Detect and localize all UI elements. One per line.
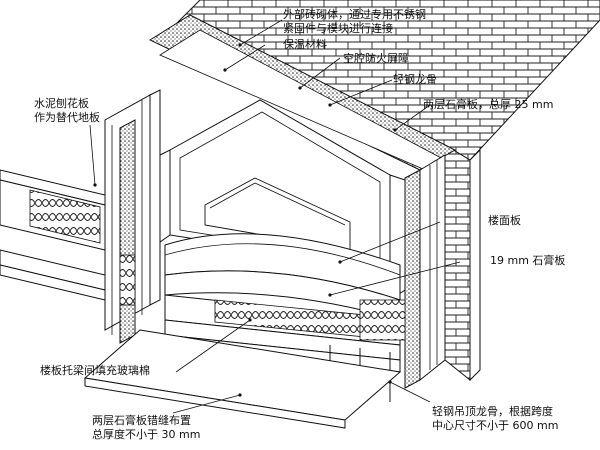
label-gypsum-double: 两层石膏板，总厚 25 mm: [423, 98, 554, 111]
label-outer-brick-2: 紧固件与模块进行连接: [283, 22, 393, 35]
label-steel-stud: 轻钢龙骨: [393, 73, 437, 86]
room-box: [159, 99, 406, 301]
label-cavity-barrier: 空腔防火屏障: [343, 52, 409, 65]
top-insulation: [148, 14, 457, 173]
label-gypsum-19: 19 mm 石膏板: [490, 254, 566, 267]
label-ceiling-stud-2: 中心尺寸不小于 600 mm: [432, 419, 559, 432]
floor-panel: [164, 233, 401, 321]
label-ceiling-stud: 轻钢吊顶龙骨，根据跨度: [432, 405, 553, 418]
label-outer-brick: 外部砖砌体，通过专用不锈钢: [283, 8, 426, 21]
leader-lines: [89, 19, 461, 414]
lower-floor-layers: [0, 169, 402, 429]
label-floor-panel: 楼面板: [488, 214, 521, 227]
label-cement-board: 水泥刨花板: [34, 97, 89, 110]
label-insulation: 保温材料: [283, 38, 327, 51]
label-gypsum-staggered: 两层石膏板错缝布置: [92, 414, 191, 427]
leader-dots: [93, 43, 397, 397]
label-gypsum-staggered-2: 总厚度不小于 30 mm: [92, 428, 201, 441]
left-wall-layers: [104, 89, 161, 344]
label-glass-wool: 楼板托梁间填充玻璃棉: [40, 364, 150, 377]
right-wall-layers: [404, 154, 446, 389]
brick-wall: [159, 0, 600, 382]
label-cement-board-2: 作为替代地板: [34, 111, 100, 124]
